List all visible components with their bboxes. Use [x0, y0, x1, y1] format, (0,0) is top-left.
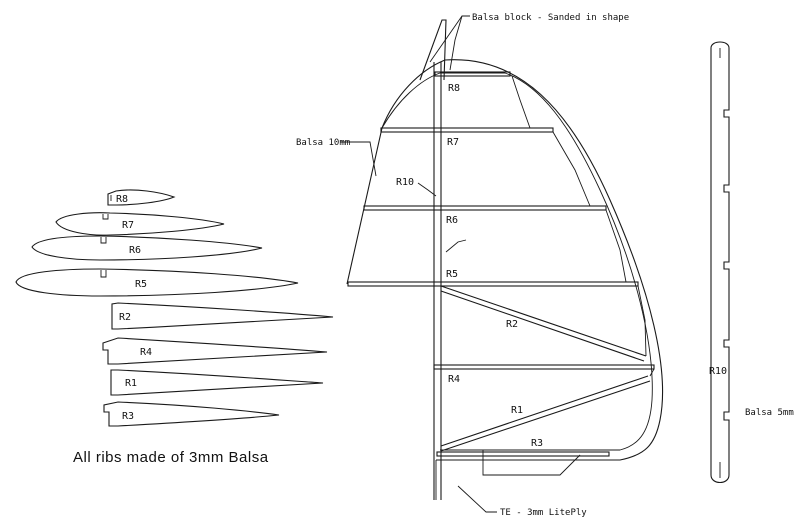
label-balsa-10mm: Balsa 10mm [296, 138, 350, 148]
rib-r6-strip [363, 205, 607, 211]
rib-label-r1: R1 [125, 378, 137, 389]
assembly-label-r2: R2 [506, 319, 518, 330]
rib-r7-outline [55, 212, 225, 236]
spar-r10 [433, 62, 442, 500]
rib-r2-diagonal [440, 285, 647, 362]
label-r10-side: R10 [709, 366, 727, 377]
ribs-material-note: All ribs made of 3mm Balsa [73, 449, 269, 466]
rib-r8-outline [107, 189, 176, 206]
label-r10-spar: R10 [396, 177, 414, 188]
rib-r4-strip [433, 364, 655, 370]
spar-r10-outline [710, 41, 730, 484]
assembly-label-r8: R8 [448, 83, 460, 94]
label-balsa-block: Balsa block - Sanded in shape [472, 13, 629, 23]
rib-r4-outline [102, 337, 328, 365]
rib-r8-strip [434, 71, 511, 77]
assembly-label-r5: R5 [446, 269, 458, 280]
spar-side-view [710, 41, 730, 484]
rib-r1-diagonal [440, 375, 651, 452]
rib-label-r5: R5 [135, 279, 147, 290]
rib-label-r4: R4 [140, 347, 152, 358]
fin-assembly [340, 15, 664, 513]
rib-r1-outline [110, 369, 324, 396]
rib-r7-strip [380, 127, 554, 133]
rib-r6-outline [31, 235, 263, 261]
assembly-label-r1: R1 [511, 405, 523, 416]
rib-label-r7: R7 [122, 220, 134, 231]
assembly-label-r4: R4 [448, 374, 460, 385]
rib-r3-strip [436, 451, 610, 457]
rib-label-r2: R2 [119, 312, 131, 323]
rib-label-r8: R8 [116, 194, 128, 205]
rib-label-r6: R6 [129, 245, 141, 256]
rib-r5-outline [15, 268, 299, 297]
rib-r3-outline [103, 401, 280, 427]
rib-label-r3: R3 [122, 411, 134, 422]
rib-r5-strip [347, 281, 639, 287]
rib-r2-outline [111, 302, 334, 330]
label-te: TE - 3mm LitePly [500, 508, 587, 518]
fin-outer-outline [346, 59, 664, 461]
loose-ribs [15, 189, 334, 427]
assembly-label-r3: R3 [531, 438, 543, 449]
assembly-label-r6: R6 [446, 215, 458, 226]
label-balsa-5mm: Balsa 5mm [745, 408, 794, 418]
tip-block [419, 19, 447, 81]
assembly-label-r7: R7 [447, 137, 459, 148]
